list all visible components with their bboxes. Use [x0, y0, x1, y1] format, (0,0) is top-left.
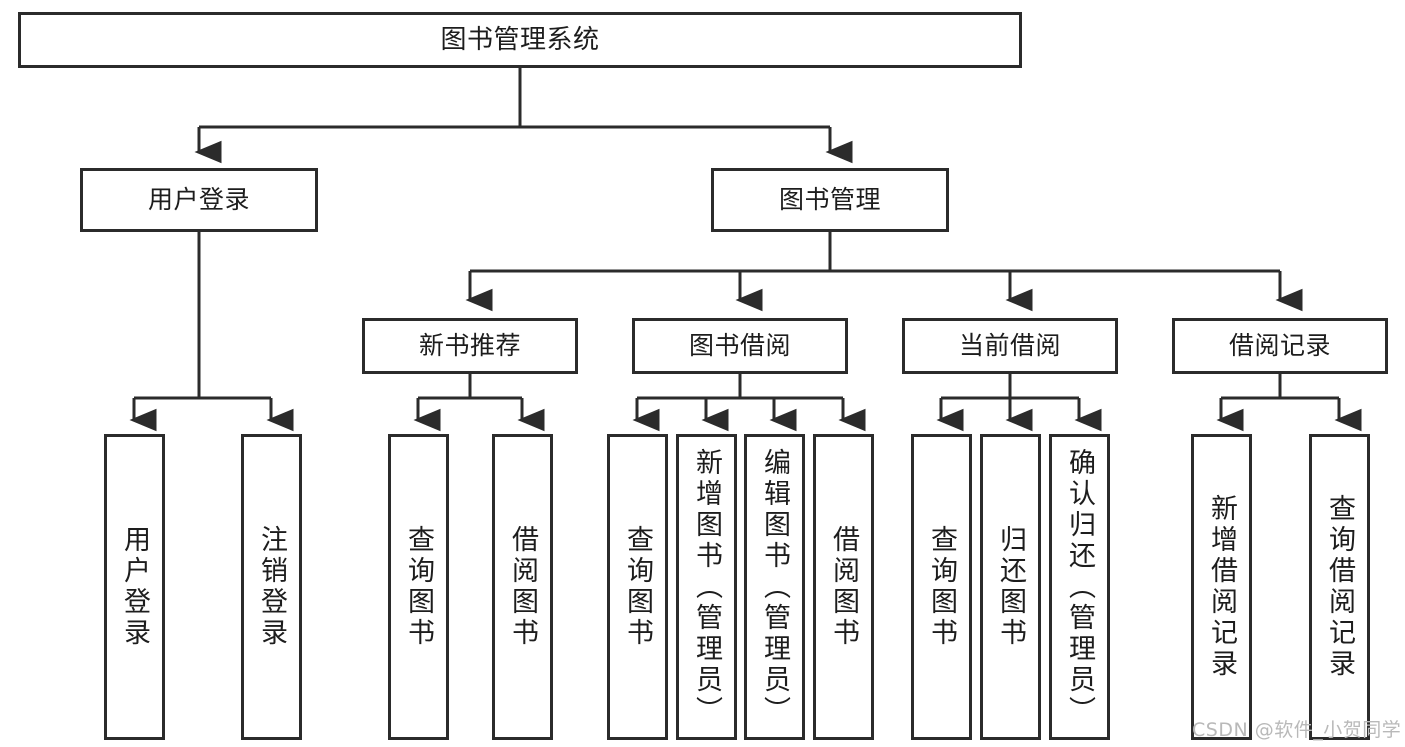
node-leaf-query-book-2-label: 查询图书	[622, 525, 653, 649]
node-leaf-logout-label: 注销登录	[256, 525, 287, 649]
node-leaf-return-book[interactable]: 归还图书	[980, 434, 1041, 740]
node-leaf-query-book-3[interactable]: 查询图书	[911, 434, 972, 740]
node-leaf-edit-book-label: 编辑图书（管理员）	[759, 447, 790, 727]
node-user-login[interactable]: 用户登录	[80, 168, 318, 232]
node-book-manage-label: 图书管理	[778, 185, 881, 215]
node-root-label: 图书管理系统	[440, 24, 600, 55]
node-leaf-add-record[interactable]: 新增借阅记录	[1191, 434, 1252, 740]
node-leaf-user-login[interactable]: 用户登录	[104, 434, 165, 740]
node-book-borrow-label: 图书借阅	[688, 331, 791, 361]
node-leaf-add-book-label: 新增图书（管理员）	[691, 447, 722, 727]
node-leaf-user-login-label: 用户登录	[119, 525, 150, 649]
node-new-book-recommendation[interactable]: 新书推荐	[362, 318, 578, 374]
node-leaf-query-record[interactable]: 查询借阅记录	[1309, 434, 1370, 740]
node-current-borrow[interactable]: 当前借阅	[902, 318, 1118, 374]
node-leaf-logout[interactable]: 注销登录	[241, 434, 302, 740]
node-leaf-query-book-1[interactable]: 查询图书	[388, 434, 449, 740]
node-leaf-query-book-3-label: 查询图书	[926, 525, 957, 649]
node-leaf-query-book-1-label: 查询图书	[403, 525, 434, 649]
node-leaf-confirm-return[interactable]: 确认归还（管理员）	[1049, 434, 1110, 740]
node-leaf-borrow-book-1[interactable]: 借阅图书	[492, 434, 553, 740]
node-leaf-add-book[interactable]: 新增图书（管理员）	[676, 434, 737, 740]
node-borrow-record[interactable]: 借阅记录	[1172, 318, 1388, 374]
csdn-watermark: CSDN @软件_小贺同学	[1192, 719, 1402, 741]
node-leaf-query-book-2[interactable]: 查询图书	[607, 434, 668, 740]
node-leaf-borrow-book-2-label: 借阅图书	[828, 525, 859, 649]
node-book-borrow[interactable]: 图书借阅	[632, 318, 848, 374]
node-leaf-confirm-return-label: 确认归还（管理员）	[1064, 447, 1095, 727]
node-current-borrow-label: 当前借阅	[958, 331, 1061, 361]
node-leaf-return-book-label: 归还图书	[995, 525, 1026, 649]
node-leaf-borrow-book-2[interactable]: 借阅图书	[813, 434, 874, 740]
node-leaf-edit-book[interactable]: 编辑图书（管理员）	[744, 434, 805, 740]
node-leaf-borrow-book-1-label: 借阅图书	[507, 525, 538, 649]
node-borrow-record-label: 借阅记录	[1228, 331, 1331, 361]
node-book-manage[interactable]: 图书管理	[711, 168, 949, 232]
node-new-book-recommendation-label: 新书推荐	[418, 331, 521, 361]
node-leaf-add-record-label: 新增借阅记录	[1206, 494, 1237, 680]
node-leaf-query-record-label: 查询借阅记录	[1324, 494, 1355, 680]
node-user-login-label: 用户登录	[147, 185, 250, 215]
node-root[interactable]: 图书管理系统	[18, 12, 1022, 68]
